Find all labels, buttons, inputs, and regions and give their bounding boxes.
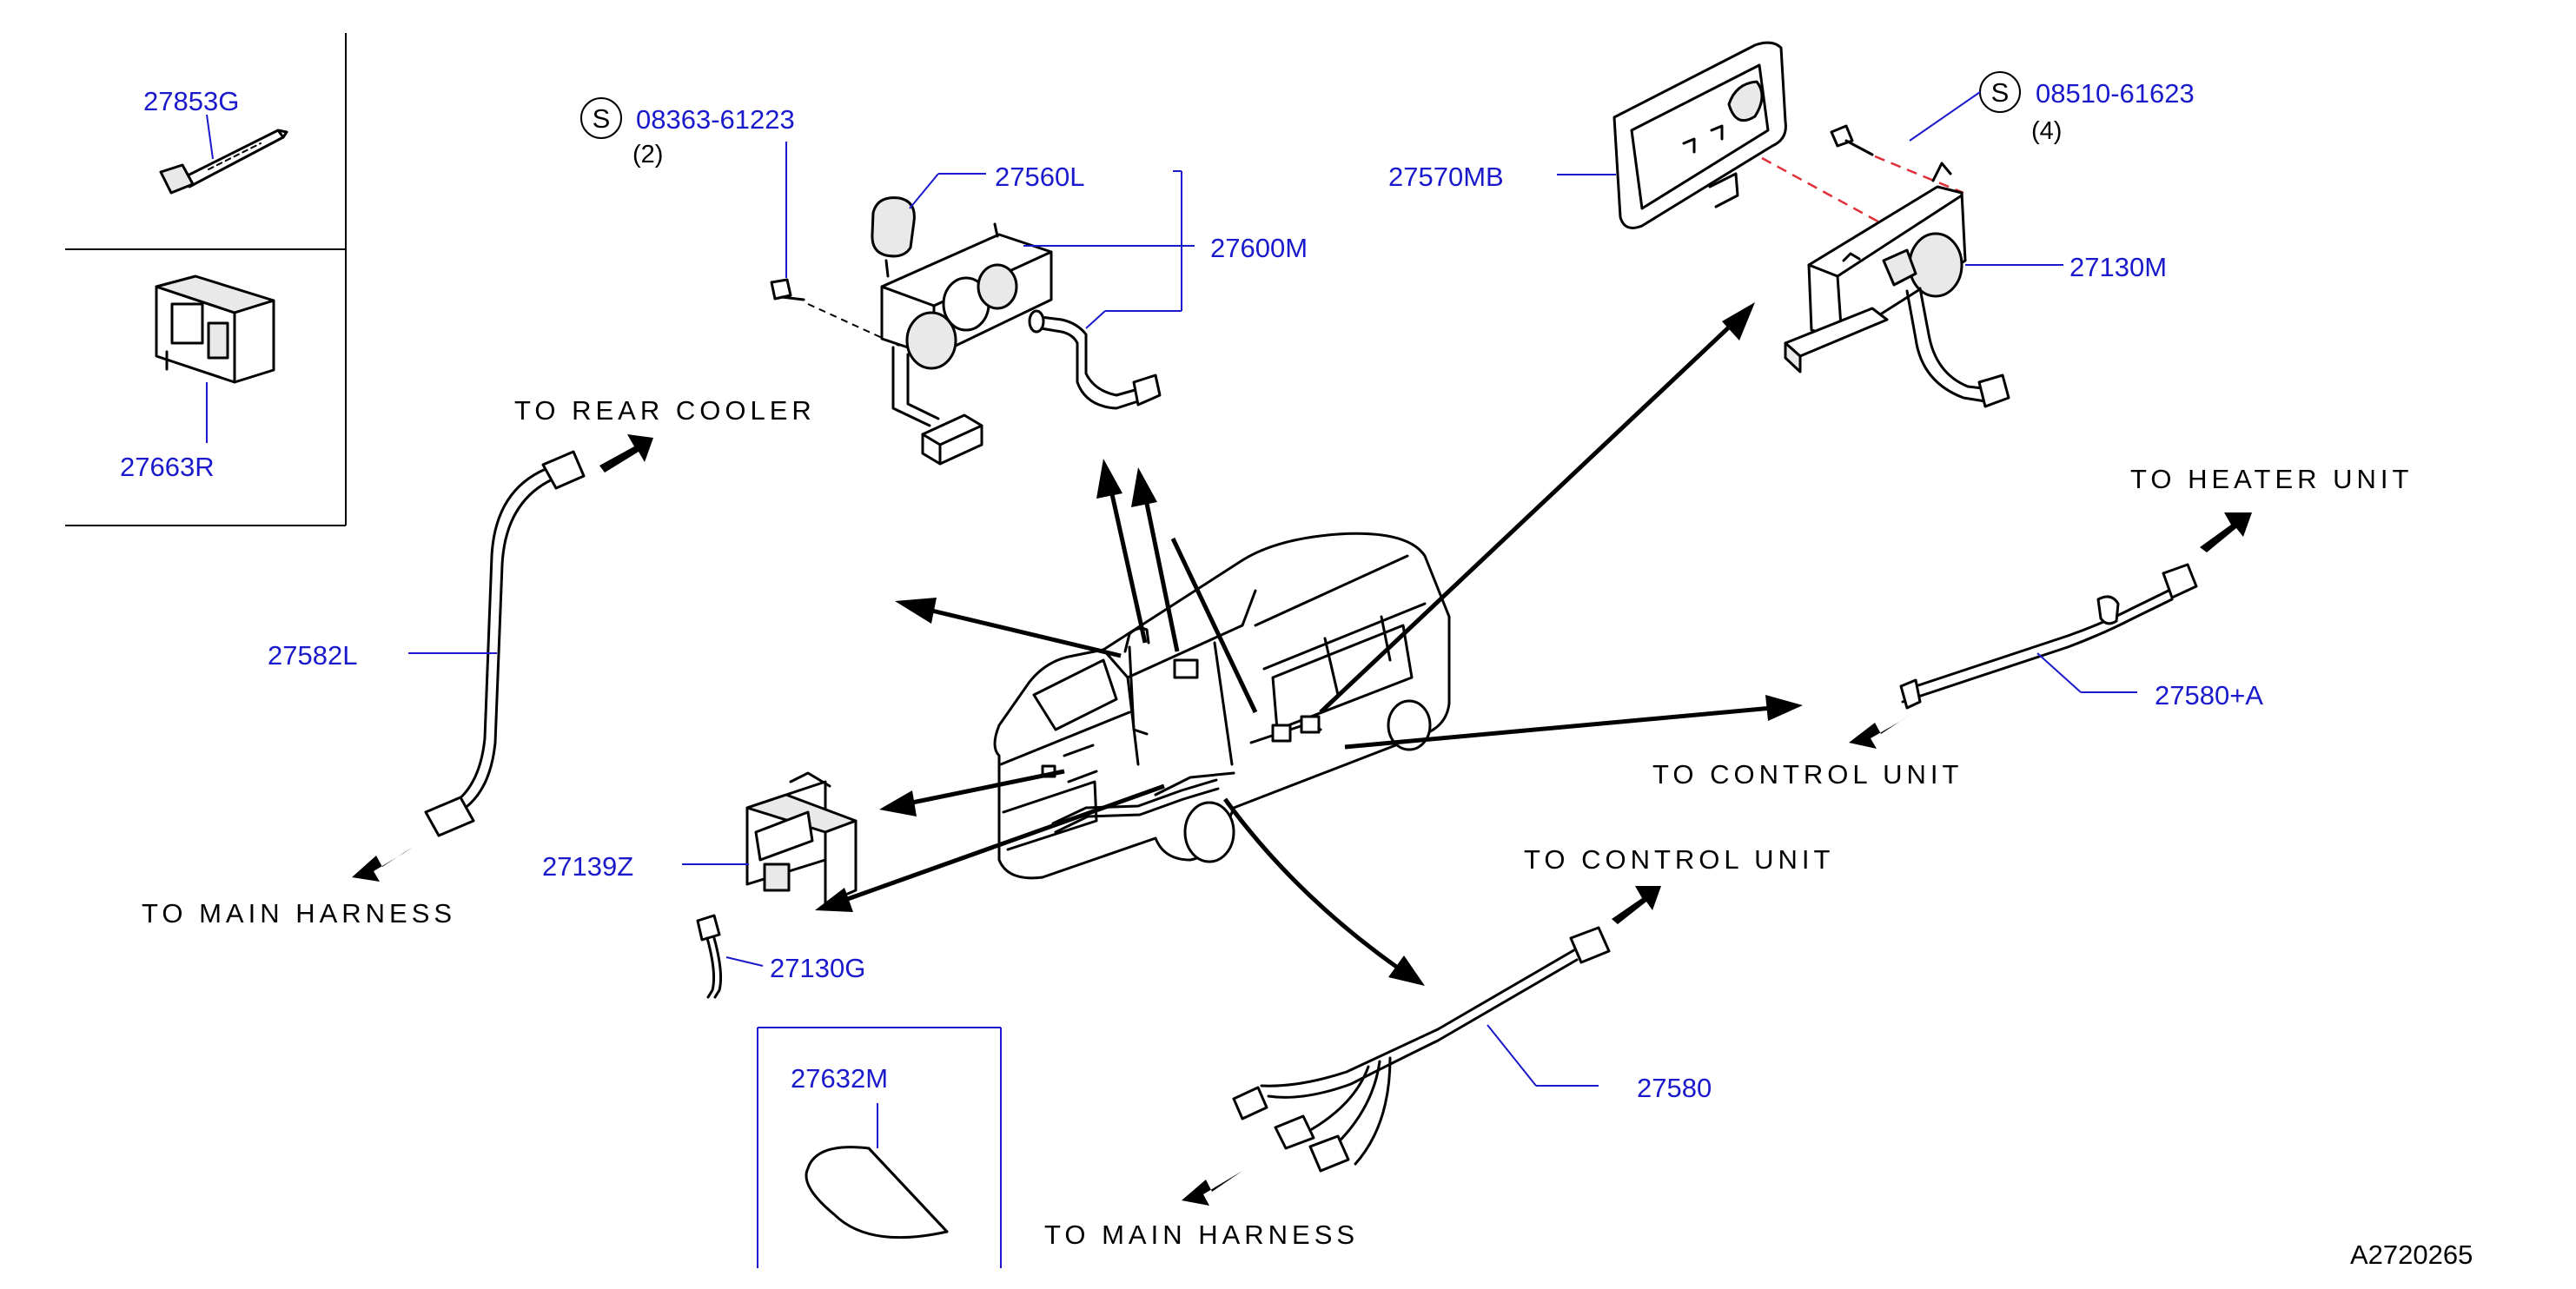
- direction-arrow-heater-unit: [2200, 512, 2252, 552]
- label-27570MB: 27570MB: [1388, 162, 1504, 192]
- label-27582L: 27582L: [268, 640, 357, 671]
- vehicle-illustration: [993, 532, 1451, 880]
- text-to-main-harness-2: TO MAIN HARNESS: [1044, 1220, 1359, 1250]
- label-27632M: 27632M: [791, 1063, 888, 1094]
- screw-part-2: [1830, 124, 1874, 156]
- cable-tie-part: [159, 129, 288, 195]
- label-27130M: 27130M: [2069, 252, 2167, 282]
- screw-part-1: [770, 278, 900, 347]
- insulator-part: [805, 1146, 949, 1239]
- text-to-control-unit-1: TO CONTROL UNIT: [1652, 759, 1963, 790]
- standard-part-symbol-1: S: [580, 97, 622, 139]
- standard-symbol: S: [593, 103, 611, 134]
- front-control-assembly: [880, 222, 1162, 466]
- label-08510-61623: 08510-61623: [2036, 78, 2195, 109]
- switch-part: [155, 274, 275, 384]
- standard-symbol: S: [1991, 77, 2010, 108]
- label-27600M: 27600M: [1210, 233, 1308, 263]
- rear-control-assembly: [1784, 162, 2010, 408]
- harness-27582L: [424, 450, 586, 837]
- label-27560L: 27560L: [995, 162, 1084, 192]
- text-to-rear-cooler: TO REAR COOLER: [514, 395, 816, 426]
- leader-27130G: [725, 956, 764, 967]
- direction-arrow-main-harness-2: [1182, 1171, 1242, 1206]
- direction-arrow-main-harness-1: [352, 847, 413, 882]
- label-27130G: 27130G: [770, 953, 865, 983]
- callout-arrows: [815, 302, 1803, 986]
- label-27663R: 27663R: [120, 452, 215, 482]
- bezel-part: [1612, 41, 1787, 229]
- relay-part: [745, 771, 858, 905]
- text-to-heater-unit: TO HEATER UNIT: [2130, 464, 2413, 494]
- standard-part-symbol-2: S: [1979, 71, 2021, 113]
- text-to-main-harness-1: TO MAIN HARNESS: [142, 898, 456, 929]
- leader-08510-61623: [1909, 91, 1981, 142]
- leader-27580A: [2036, 652, 2082, 693]
- text-to-control-unit-2: TO CONTROL UNIT: [1524, 844, 1834, 875]
- leader-27600M: [1023, 170, 1195, 329]
- label-27139Z: 27139Z: [542, 851, 633, 882]
- leader-27853G: [206, 114, 214, 160]
- label-27853G: 27853G: [143, 86, 239, 116]
- qty-08363-61223: (2): [632, 141, 663, 169]
- harness-27580A: [1899, 563, 2198, 710]
- red-alignment-lines: [1761, 155, 1964, 232]
- inset-frame-bottom: [757, 1027, 1002, 1268]
- diagram-code: A2720265: [2350, 1239, 2473, 1270]
- inset-frame-top-left: [65, 33, 347, 526]
- label-27580: 27580: [1637, 1073, 1712, 1103]
- label-27580A: 27580+A: [2155, 680, 2263, 711]
- label-08363-61223: 08363-61223: [636, 104, 795, 135]
- direction-arrow-control-unit-2: [1612, 886, 1661, 924]
- qty-08510-61623: (4): [2031, 117, 2062, 145]
- leader-27580: [1487, 1024, 1537, 1087]
- direction-arrow-rear-cooler: [599, 434, 653, 473]
- leader-27560L: [909, 173, 939, 209]
- harness-27580: [1232, 926, 1611, 1173]
- sensor-part: [696, 914, 722, 999]
- knob-part: [871, 196, 916, 258]
- direction-arrow-control-unit-1: [1849, 714, 1911, 749]
